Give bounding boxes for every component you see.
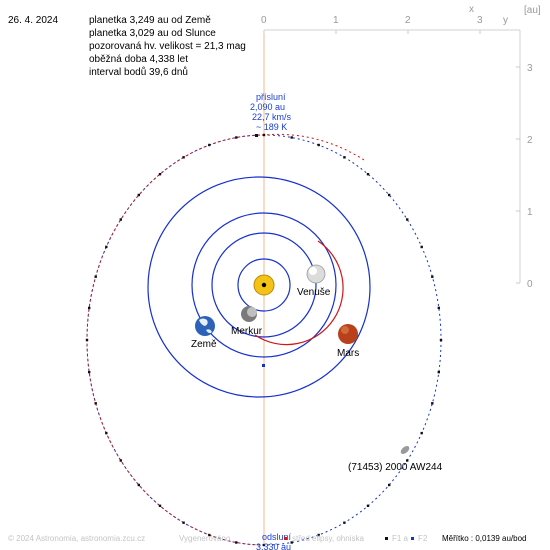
mercury-label: Merkur [231,326,263,337]
x-tick-3: 3 [477,15,483,26]
perihelion-speed: 22,7 km/s [252,112,292,122]
orbit-point [105,245,108,249]
orbit-point [420,245,423,249]
orbit-point [343,521,346,524]
x-axis-label: x [469,4,474,15]
x-tick-0: 0 [261,15,267,26]
mercury [241,306,257,322]
asteroid-icon [400,446,410,454]
orbit-point [137,193,140,197]
y-tick-3: 3 [527,63,533,74]
orbit-point [182,521,185,524]
info-line-magnitude: pozorovaná hv. velikost = 21,3 mag [89,41,246,52]
y-tick-1: 1 [527,207,533,218]
orbit-point [158,173,162,176]
orbit-point [208,143,211,147]
orbit-point [262,133,266,137]
orbit-point [317,533,320,537]
orbit-point [406,218,409,221]
orbit-point [94,402,97,405]
orbit-point [119,459,122,462]
asteroid-label: (71453) 2000 AW244 [348,462,443,473]
legend-center-text: střed elipsy, ohniska [292,534,364,543]
f2-marker-legend [411,537,414,540]
venus-orbit [211,232,317,338]
perihelion-distance: 2,090 au [250,102,285,112]
inner-red-arc [254,240,344,346]
y-tick-0: 0 [527,279,533,290]
orbit-point [366,504,370,507]
orbit-point [406,459,409,462]
orbit-point [431,275,434,278]
orbit-point [235,136,238,139]
orbit-point [366,173,370,176]
orbit-point [437,306,440,310]
mars-orbit [147,176,371,398]
orbit-point [182,156,185,159]
info-line-period: oběžná doba 4,338 let [89,54,188,65]
legend-f1-text: F1 a [392,534,409,543]
copyright-text: © 2024 Astronomia, astronomia.zcu.cz [8,534,145,543]
f1-marker-legend [385,537,388,540]
mars-icon [338,324,358,344]
y-tick-2: 2 [527,135,533,146]
orbit-point [85,338,89,342]
orbit-point [94,275,97,278]
y-axis-label: y [503,15,508,26]
orbit-point [343,156,346,159]
venus-icon [306,264,326,284]
orbit-point [431,402,434,405]
orbit-point [388,193,391,197]
asteroid-position-points [85,133,443,547]
unit-label: [au] [524,5,541,16]
aphelion-distance: 3,330 au [256,542,291,550]
mercury-orbit [237,258,291,312]
aphelion-title: odsluní [262,532,292,542]
orbit-point [158,504,162,507]
mars-label: Mars [337,348,359,359]
orbit-point [88,306,91,310]
venus-label: Venuše [297,287,331,298]
axis-ticks [263,30,520,284]
perihelion-title: přísluní [256,92,286,102]
asteroid-orbit-near [86,133,365,546]
orbit-point [439,338,443,342]
orbit-point [208,533,211,537]
earth-label: Země [191,339,217,350]
earth [195,316,215,336]
sun [253,274,275,296]
orbit-point [262,543,266,547]
orbit-point [105,431,108,435]
x-tick-2: 2 [405,15,411,26]
asteroid [400,446,410,454]
center-marker-legend [284,537,287,540]
orbit-point [388,483,391,487]
info-line-interval: interval bodů 39,6 dnů [89,66,188,78]
perihelion-marker [255,134,258,137]
focus-f2-marker [262,364,265,367]
scale-text: Měřítko : 0,0139 au/bod [442,534,527,543]
orbit-point [437,370,440,374]
orbit-point [317,143,320,147]
orbit-point [88,370,91,374]
info-line-earth-distance: planetka 3,249 au od Země [89,15,211,26]
date-label: 26. 4. 2024 [8,15,58,26]
legend-f2-text: F2 [418,534,428,543]
info-line-sun-distance: planetka 3,029 au od Slunce [89,28,216,39]
orbit-point [290,541,293,544]
mars [338,324,358,344]
perihelion-temp: ~ 189 K [256,122,287,132]
orbit-point [235,541,238,544]
orbit-point [420,431,423,435]
generated-text: Vygenerováno [179,534,231,543]
venus [306,264,326,284]
orbit-point [290,136,293,139]
orbit-point [137,483,140,487]
orbit-point [119,218,122,221]
x-tick-1: 1 [333,15,339,26]
planet-orbits [147,176,371,398]
earth-orbit [191,212,337,358]
